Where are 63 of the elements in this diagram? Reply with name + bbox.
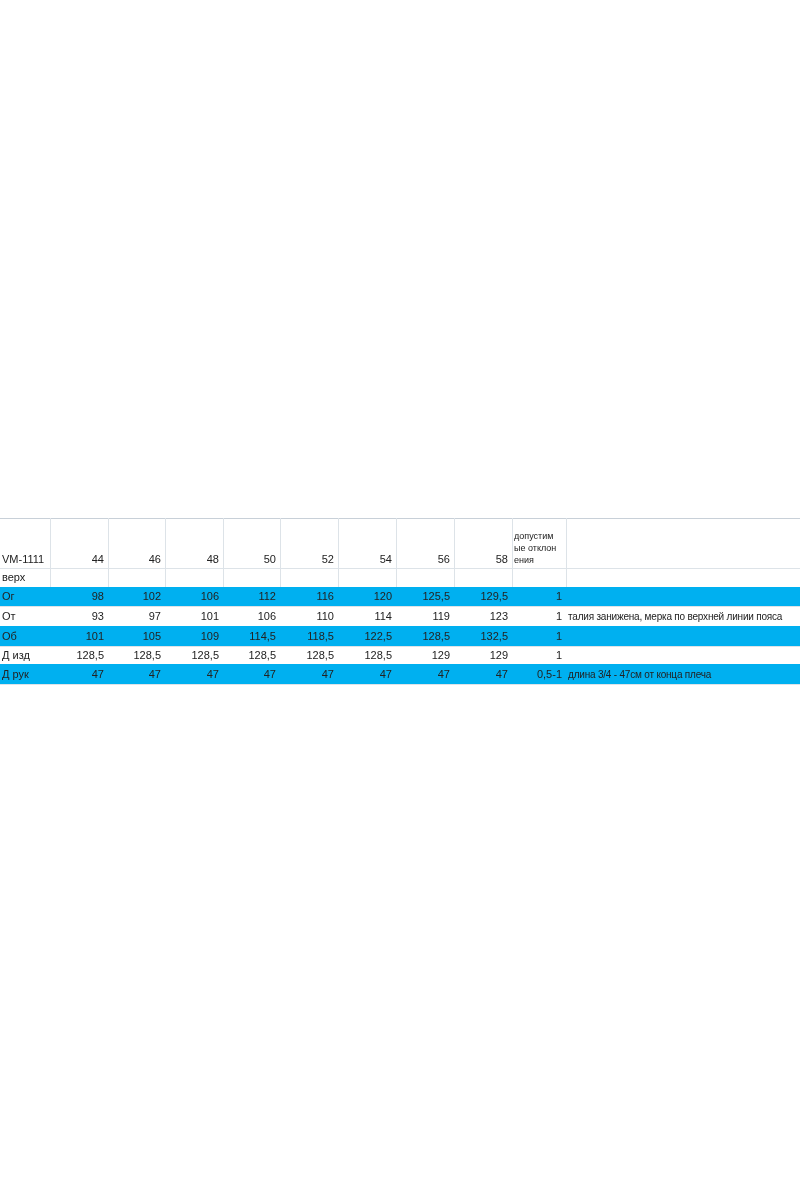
size-value: 54 [378, 553, 392, 566]
measurement-value: 101 [84, 629, 104, 643]
measurement-value: 47 [378, 667, 392, 681]
measurement-value: 102 [141, 590, 161, 603]
size-value: 44 [90, 553, 104, 566]
measurement-value: 119 [431, 609, 450, 623]
measurement-value: 47 [262, 667, 276, 681]
measurement-value: 105 [141, 629, 161, 643]
measurement-value: 47 [147, 667, 161, 681]
measurement-value: 128,5 [363, 648, 392, 662]
row-label: Д рук [2, 667, 29, 681]
measurement-value: 118,5 [306, 629, 334, 643]
row-label: верх [2, 571, 26, 584]
measurement-value: 128,5 [305, 648, 334, 662]
measurement-value: 114 [373, 609, 392, 623]
measurement-value: 128,5 [75, 648, 104, 662]
measurement-value: 123 [488, 609, 508, 623]
measurement-value: 47 [436, 667, 450, 681]
size-value: 48 [205, 553, 219, 566]
measurement-value: 122,5 [363, 629, 392, 643]
size-value: 56 [436, 553, 450, 566]
row-label: Об [2, 629, 17, 643]
note-text: длина 3/4 - 47см от конца плеча [568, 667, 712, 681]
model-code: VM-1111 [2, 553, 45, 566]
measurement-value: 128,5 [190, 648, 219, 662]
column-header: допустимые отклонения [514, 530, 558, 566]
measurement-value: 47 [494, 667, 508, 681]
size-value: 52 [320, 553, 334, 566]
tolerance-value: 1 [554, 629, 562, 643]
measurement-value: 128,5 [421, 629, 450, 643]
measurement-value: 129,5 [479, 590, 508, 603]
measurement-value: 128,5 [247, 648, 276, 662]
measurement-value: 106 [256, 609, 276, 623]
measurement-value: 97 [147, 609, 161, 623]
measurement-value: 120 [372, 590, 392, 603]
measurement-value: 98 [90, 590, 104, 603]
measurement-value: 109 [199, 629, 219, 643]
measurement-value: 129 [488, 648, 508, 662]
measurement-value: 128,5 [132, 648, 161, 662]
measurement-value: 110 [315, 609, 334, 623]
row-label: От [2, 609, 16, 623]
row-label: Д изд [2, 648, 30, 662]
measurement-value: 93 [90, 609, 104, 623]
measurement-value: 125,5 [421, 590, 450, 603]
measurement-value: 47 [320, 667, 334, 681]
measurement-value: 101 [199, 609, 219, 623]
size-value: 46 [147, 553, 161, 566]
measurement-value: 47 [90, 667, 104, 681]
measurement-value: 106 [199, 590, 219, 603]
tolerance-value: 0,5-1 [535, 667, 562, 681]
row-label: Ог [2, 590, 15, 603]
size-value: 50 [262, 553, 276, 566]
size-value: 58 [494, 553, 508, 566]
measurement-value: 112 [257, 590, 276, 603]
measurement-value: 47 [205, 667, 219, 681]
tolerance-value: 1 [554, 648, 562, 662]
measurement-value: 129 [430, 648, 450, 662]
note-text: талия занижена, мерка по верхней линии пояса [568, 609, 783, 623]
tolerance-value: 1 [554, 609, 562, 623]
measurement-value: 114,5 [248, 629, 276, 643]
tolerance-value: 1 [554, 590, 562, 603]
measurement-value: 116 [315, 590, 334, 603]
measurement-value: 132,5 [479, 629, 508, 643]
